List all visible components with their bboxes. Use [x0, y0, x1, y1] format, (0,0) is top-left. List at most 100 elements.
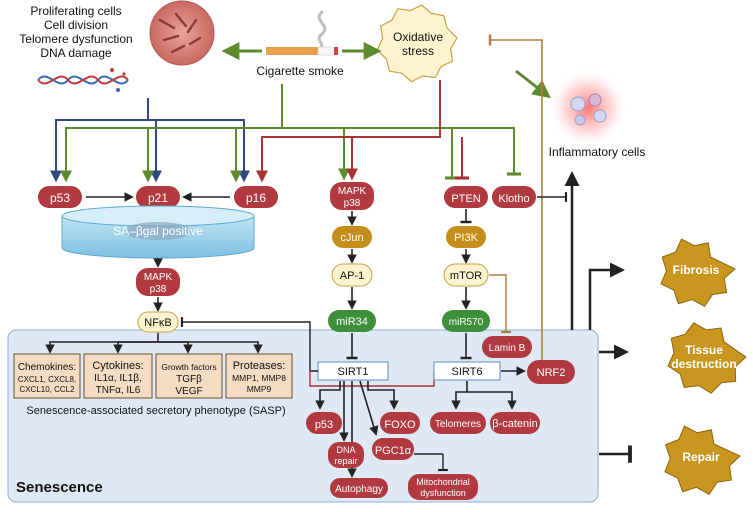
sasp-growth-box: Growth factors TGFβ VEGF [155, 353, 223, 399]
cytokines-title: Cytokines: [92, 360, 143, 372]
telomeres-node: Telomeres [430, 412, 486, 434]
crimson-connectors [256, 80, 469, 183]
mir570-label: miR570 [449, 317, 484, 328]
cigarette-smoke-label: Cigarette smoke [256, 64, 344, 78]
pten-node: PTEN [444, 186, 488, 208]
bcatenin-label: β-catenin [492, 418, 537, 430]
sasp-cytokines-box: Cytokines: IL1α, IL1β, TNFα, IL6 [83, 353, 153, 399]
tissue-destruction-burst [667, 322, 747, 394]
ap1-node: AP-1 [331, 263, 373, 287]
repair-burst [664, 425, 741, 495]
sirt6-output-arrows [451, 381, 517, 410]
mapk-left-node: MAPK p38 [136, 268, 180, 296]
pi3k-label: PI3K [454, 232, 479, 244]
fibrosis-label: Fibrosis [673, 263, 720, 277]
mapk-left-line-2: p38 [150, 284, 167, 295]
cell-damage-line-2: Cell division [44, 18, 108, 32]
pten-label: PTEN [451, 193, 480, 205]
sa-bgal-cylinder: SA–βgal positive [61, 205, 255, 259]
dna-repair-line-1: DNA [336, 445, 355, 455]
klotho-label: Klotho [498, 193, 529, 205]
cigarette-icon [266, 10, 338, 56]
mapk-left-line-1: MAPK [144, 272, 173, 283]
cjun-node: cJun [332, 226, 372, 248]
p53-bottom-node: p53 [306, 412, 342, 434]
cytokines-line-2: TNFα, IL6 [96, 385, 141, 396]
nfkb-node: NFκB [137, 311, 179, 333]
mito-line-1: Mitochondrial [416, 477, 470, 487]
chemokines-line-1: CXCL1, CXCL8, [18, 375, 76, 384]
sasp-proteases-box: Proteases: MMP1, MMP8 MMP9 [225, 353, 293, 399]
mtor-label: mTOR [450, 270, 482, 282]
proteases-line-2: MMP9 [247, 384, 272, 394]
autophagy-label: Autophagy [335, 484, 383, 495]
sasp-chemokines-box: Chemokines: CXCL1, CXCL8, CXCL10, CCL2 [13, 353, 81, 399]
arrow-oxidative-to-inflammatory [515, 69, 551, 99]
mito-node: Mitochondrial dysfunction [408, 474, 478, 500]
mir570-node: miR570 [442, 310, 490, 332]
pgc1a-label: PGC1α [375, 445, 412, 457]
growth-line-1: TGFβ [176, 374, 202, 385]
pgc1a-node: PGC1α [372, 438, 414, 460]
oxidative-stress-line-2: stress [402, 44, 434, 58]
mapk-mid-node: MAPK p38 [330, 182, 374, 210]
proteases-title: Proteases: [233, 360, 286, 372]
sirt6-label: SIRT6 [452, 366, 483, 378]
sasp-label: Senescence-associated secretory phenotyp… [26, 405, 285, 417]
p16-label: p16 [246, 191, 266, 205]
bcatenin-node: β-catenin [490, 412, 540, 434]
sirt1-node: SIRT1 [317, 361, 389, 381]
arrow-to-fibrosis [588, 262, 625, 330]
telomeres-label: Telomeres [435, 419, 481, 430]
p21-node: p21 [136, 186, 180, 208]
pi3k-node: PI3K [446, 226, 486, 248]
sirt6-node: SIRT6 [433, 361, 501, 381]
ap1-label: AP-1 [340, 270, 364, 282]
tissue-icon [149, 0, 215, 66]
sa-bgal-label: SA–βgal positive [113, 224, 203, 238]
p53-top-node: p53 [38, 186, 82, 208]
cell-damage-line-4: DNA damage [40, 46, 112, 60]
autophagy-node: Autophagy [330, 478, 388, 498]
navy-connectors [50, 98, 250, 183]
foxo-label: FOXO [384, 419, 416, 431]
foxo-node: FOXO [380, 412, 420, 434]
chemokines-title: Chemokines: [18, 362, 76, 373]
proteases-line-1: MMP1, MMP8 [232, 373, 286, 383]
dna-repair-node: DNA repair [328, 442, 364, 468]
mito-line-2: dysfunction [420, 488, 466, 498]
oxidative-stress-line-1: Oxidative [393, 30, 443, 44]
inflammatory-cells-label: Inflammatory cells [549, 145, 646, 159]
dna-repair-line-2: repair [334, 456, 357, 466]
cell-damage-line-1: Proliferating cells [30, 4, 121, 18]
cell-damage-text: Proliferating cells Cell division Telome… [19, 4, 132, 60]
p16-node: p16 [234, 186, 278, 208]
mir34-node: miR34 [328, 310, 376, 332]
klotho-node: Klotho [492, 186, 536, 208]
sirt1-label: SIRT1 [338, 366, 369, 378]
mir34-label: miR34 [336, 316, 368, 328]
olive-connectors [60, 84, 521, 183]
fibrosis-burst [660, 238, 736, 308]
dna-icon [37, 68, 129, 92]
tissue-destruction-line-1: Tissue [685, 343, 723, 357]
p53-bottom-label: p53 [315, 419, 333, 431]
laminb-label: Lamin B [489, 343, 526, 354]
nrf2-node: NRF2 [527, 360, 575, 384]
nfkb-label: NFκB [144, 317, 172, 329]
tissue-destruction-line-2: destruction [671, 357, 736, 371]
laminb-node: Lamin B [482, 336, 532, 358]
mtor-node: mTOR [443, 263, 489, 287]
inflammatory-cells-icon [548, 68, 628, 148]
nfkb-to-sasp-arrows [45, 333, 263, 354]
cjun-label: cJun [340, 232, 363, 244]
mapk-mid-line-2: p38 [344, 198, 361, 209]
inhibit-sirt1-nfkb [180, 317, 318, 372]
growth-line-2: VEGF [175, 386, 202, 397]
p53-top-label: p53 [50, 191, 70, 205]
senescence-label: Senescence [16, 479, 103, 496]
mapk-mid-line-1: MAPK [338, 186, 367, 197]
cell-damage-line-3: Telomere dysfunction [19, 32, 132, 46]
